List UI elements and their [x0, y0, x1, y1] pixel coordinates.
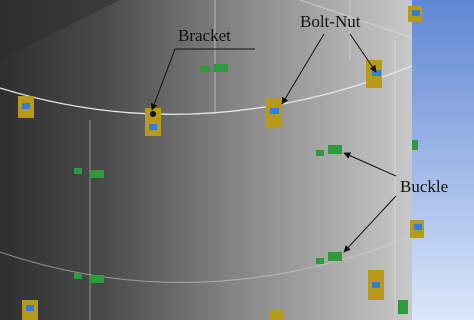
- buckle-icon: [74, 273, 104, 283]
- bracket-icon: [368, 270, 384, 300]
- inner-shadow: [0, 0, 120, 60]
- buckle-icon: [200, 64, 228, 72]
- bracket-icon: [410, 220, 424, 238]
- bracket-label: Bracket: [178, 26, 231, 45]
- buckle-leader-2: [343, 195, 397, 253]
- bracket-leader: [150, 48, 176, 111]
- buckle-icon: [316, 252, 342, 264]
- bracket-icon: [366, 60, 382, 88]
- bracket-icon: [145, 108, 161, 136]
- bracket-icon: [266, 98, 282, 128]
- bracket-icon: [18, 96, 34, 118]
- buckle-icon: [412, 140, 418, 150]
- buckle-label: Buckle: [400, 177, 449, 196]
- bolt-nut-leader-1: [281, 33, 325, 105]
- bracket-icon: [270, 310, 284, 320]
- buckle-icon: [398, 300, 408, 314]
- buckle-leader-1: [343, 152, 397, 177]
- ring-seam-top: [299, 0, 413, 39]
- ring-seam-upper: [0, 65, 413, 115]
- ring-seam-lower: [0, 235, 413, 283]
- buckle-icon: [74, 168, 104, 178]
- tank-shell: [0, 0, 412, 320]
- buckle-icon: [316, 145, 342, 156]
- bracket-icon: [408, 6, 422, 22]
- bolt-nut-label: Bolt-Nut: [300, 12, 361, 31]
- bracket-icon: [22, 300, 38, 320]
- bolt-nut-leader-2: [349, 33, 377, 73]
